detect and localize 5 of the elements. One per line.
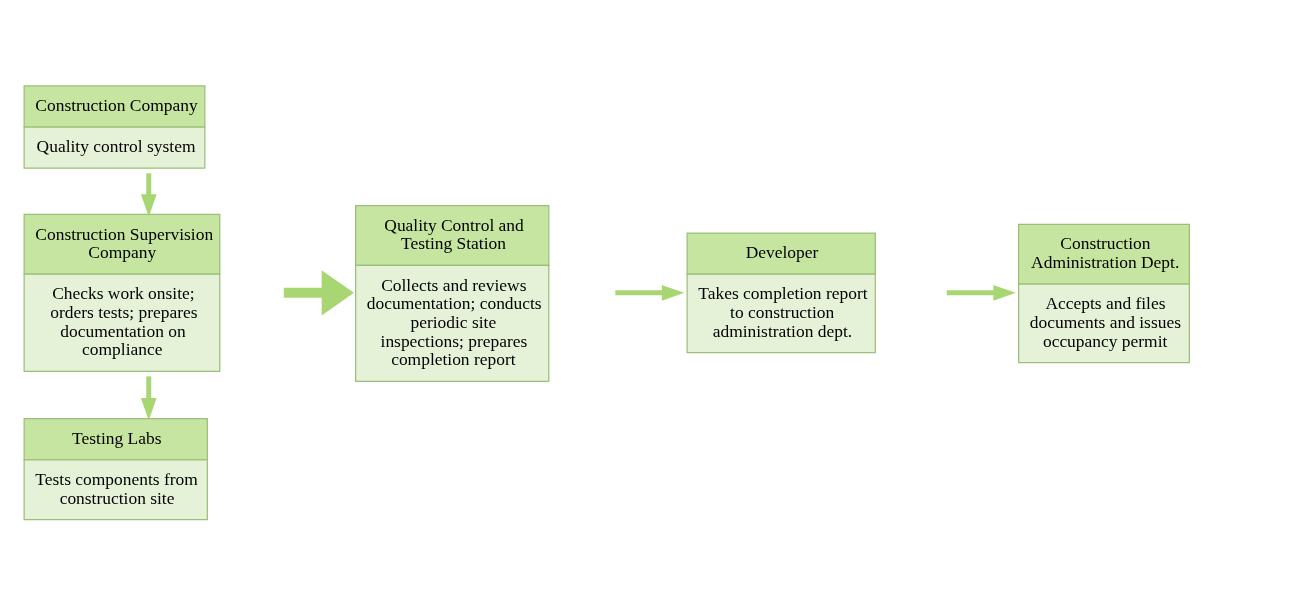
arrow (283, 270, 354, 316)
arrow (946, 284, 1016, 301)
arrow (615, 284, 685, 301)
arrow (140, 173, 157, 217)
arrow (140, 376, 157, 421)
